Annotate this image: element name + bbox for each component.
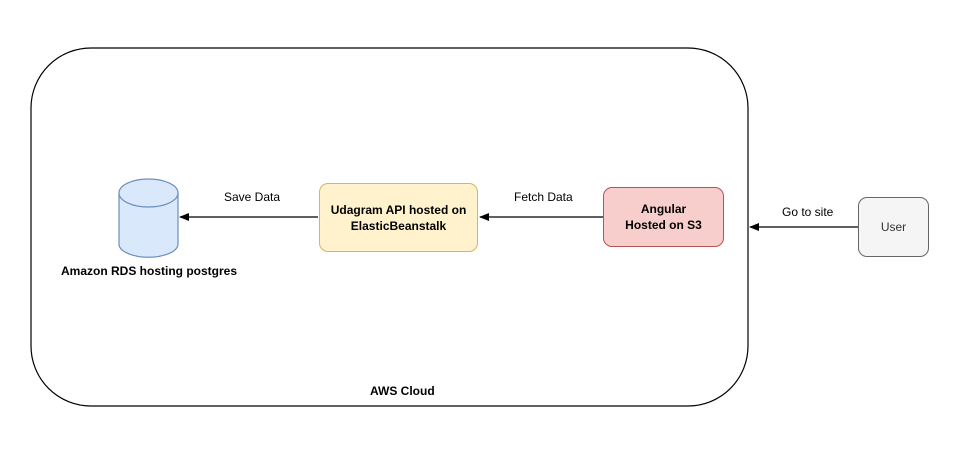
save-data-label: Save Data (224, 190, 281, 204)
api-node: Udagram API hosted on ElasticBeanstalk (319, 183, 478, 252)
aws-cloud-label: AWS Cloud (370, 384, 435, 398)
database-cylinder-icon (118, 178, 179, 258)
user-node-label: User (880, 220, 907, 234)
user-node: User (858, 197, 929, 257)
go-to-site-label: Go to site (782, 205, 834, 219)
fetch-data-label: Fetch Data (514, 190, 573, 204)
database-cylinder-body (118, 193, 179, 258)
frontend-node-label: Angular Hosted on S3 (625, 202, 702, 232)
database-label: Amazon RDS hosting postgres (60, 264, 237, 278)
frontend-node: Angular Hosted on S3 (603, 187, 724, 247)
database-cylinder-top (118, 178, 179, 208)
api-node-label: Udagram API hosted on ElasticBeanstalk (330, 202, 467, 233)
